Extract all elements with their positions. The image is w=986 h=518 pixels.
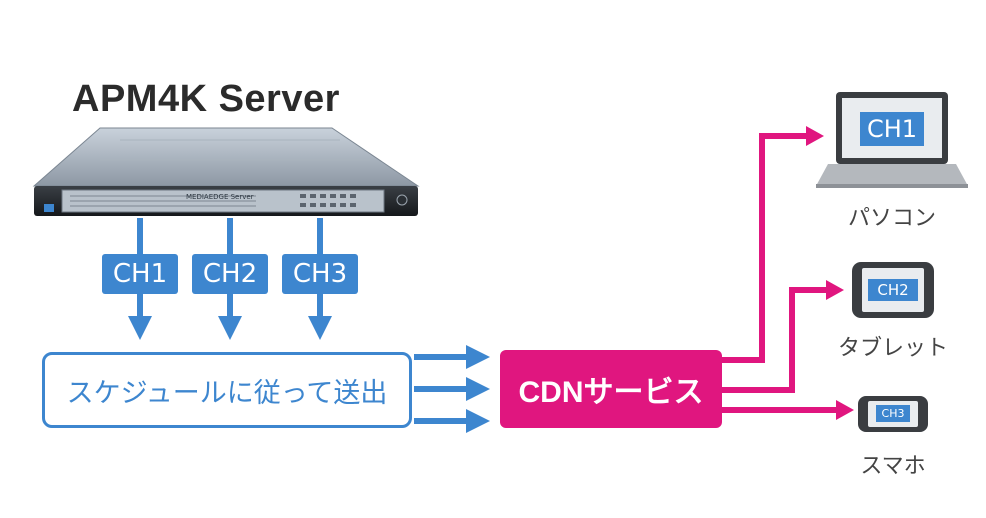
output-arrows — [414, 345, 490, 433]
ch3-badge: CH3 — [282, 254, 358, 294]
server-image — [32, 127, 420, 216]
tablet-screen-label: CH2 — [868, 279, 918, 301]
cdn-arrowheads — [806, 126, 854, 420]
cdn-box: CDNサービス — [500, 350, 722, 428]
server-brand-label: MEDIAEDGE Server — [186, 193, 254, 201]
tablet-label: タブレット — [837, 336, 948, 361]
laptop-label: パソコン — [847, 206, 936, 231]
schedule-box-label: スケジュールに従って送出 — [66, 377, 388, 409]
server-title: APM4K Server — [72, 78, 340, 120]
ch1-badge: CH1 — [102, 254, 178, 294]
smartphone-label: スマホ — [860, 454, 926, 479]
schedule-box: スケジュールに従って送出 — [42, 352, 412, 428]
cdn-box-label: CDNサービス — [518, 376, 704, 409]
ch2-badge: CH2 — [192, 254, 268, 294]
laptop-screen-label: CH1 — [860, 112, 924, 146]
smartphone-screen-label: CH3 — [876, 405, 910, 422]
cdn-connectors — [722, 133, 838, 413]
